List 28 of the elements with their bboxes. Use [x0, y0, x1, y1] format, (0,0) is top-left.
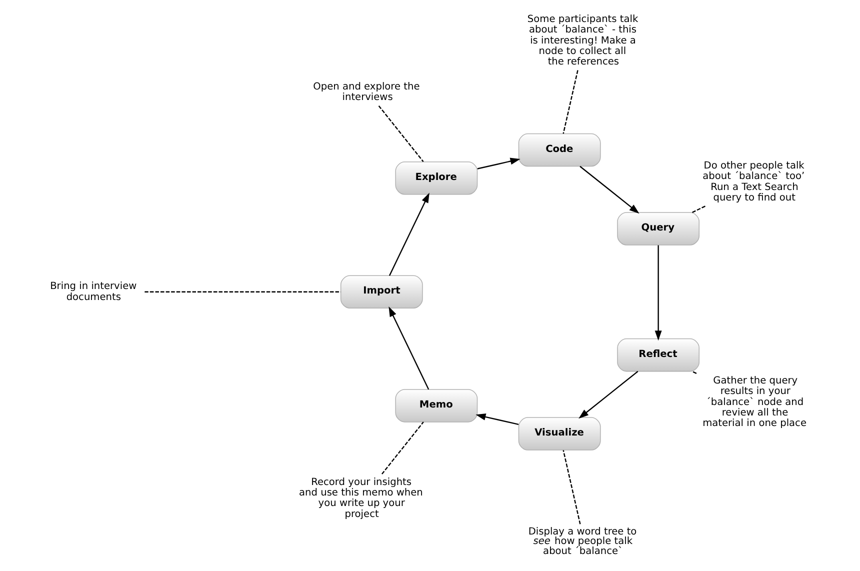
- arrow: [477, 158, 520, 170]
- node-text: Open and explore the interviews: [313, 82, 420, 104]
- arrow: [580, 166, 640, 214]
- connector: [692, 370, 697, 374]
- arrow: [388, 192, 430, 276]
- connector: [381, 422, 424, 474]
- node-box: Code: [518, 133, 601, 167]
- arrow: [578, 370, 638, 419]
- node-box: Memo: [395, 389, 478, 422]
- node-text: Bring in interview documents: [50, 281, 137, 303]
- connector: [378, 105, 424, 162]
- node-text: Some participants talk about ´balance` - this is interesting! Make a node to collect all the references: [527, 14, 638, 68]
- arrow: [388, 306, 430, 390]
- node-box: Import: [340, 275, 423, 309]
- connector: [692, 206, 706, 214]
- node-text: Display a word tree to see how people talk about ´balance`: [528, 526, 637, 558]
- connector: [562, 450, 581, 524]
- arrow: [476, 413, 519, 426]
- connector: [144, 291, 341, 293]
- node-text: Do other people talk about ´balance` too’ Run a Text Search query to find out: [702, 160, 805, 204]
- node-box: Query: [617, 212, 700, 246]
- node-box: Reflect: [617, 338, 700, 372]
- node-text: Gather the query results in your ´balance` node and review all the material in one place: [702, 376, 806, 429]
- node-box: Visualize: [518, 417, 601, 450]
- connector: [562, 70, 578, 134]
- node-text: Record your insights and use this memo when you write up your project: [299, 477, 423, 520]
- arrow: [654, 245, 662, 341]
- node-box: Explore: [395, 162, 478, 195]
